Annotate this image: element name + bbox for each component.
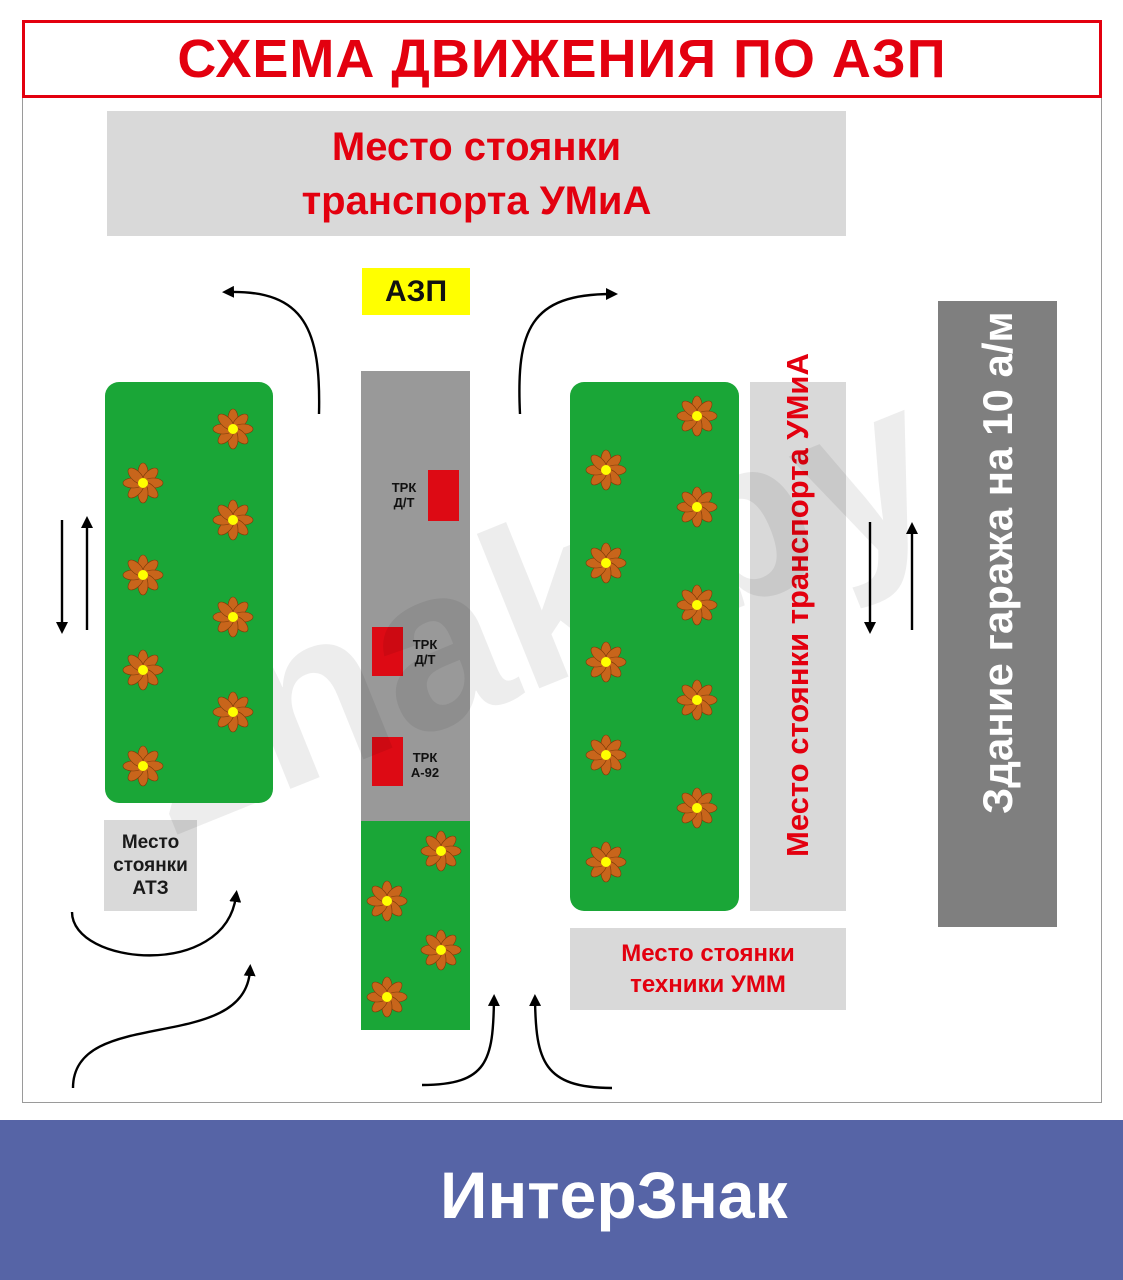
flower-icon xyxy=(122,745,164,787)
pump-3-label-line2: А-92 xyxy=(410,765,440,780)
flower-icon xyxy=(212,499,254,541)
flower-icon xyxy=(676,787,718,829)
pump-3-label: ТРК А-92 xyxy=(405,750,445,780)
pump-2 xyxy=(372,627,403,676)
arrow-icon xyxy=(421,994,500,1087)
pump-1-label: ТРК Д/Т xyxy=(384,480,424,510)
flower-icon xyxy=(212,408,254,450)
flower-icon xyxy=(585,734,627,776)
flower-icon xyxy=(122,462,164,504)
pump-3-label-line1: ТРК xyxy=(412,750,438,765)
flower-icon xyxy=(676,584,718,626)
flower-icon xyxy=(676,486,718,528)
flower-icon xyxy=(212,691,254,733)
arrow-icon xyxy=(70,890,242,957)
flower-icon xyxy=(420,929,462,971)
flower-icon xyxy=(585,542,627,584)
garage-building: Здание гаража на 10 а/м xyxy=(938,301,1057,927)
pump-2-label-line2: Д/Т xyxy=(414,652,436,667)
pump-1-label-line1: ТРК xyxy=(391,480,417,495)
parking-umm-block: Место стоянки техники УММ xyxy=(570,928,846,1010)
flower-icon xyxy=(585,841,627,883)
footer-bar xyxy=(0,1120,1123,1280)
traffic-arrows xyxy=(56,285,918,1090)
arrow-icon xyxy=(518,288,618,415)
arrow-icon xyxy=(222,285,321,415)
page-title: СХЕМА ДВИЖЕНИЯ ПО АЗП xyxy=(177,29,947,89)
parking-atz-label: Место стоянки АТЗ xyxy=(113,832,188,899)
parking-atz-block: Место стоянки АТЗ xyxy=(104,820,197,911)
flower-icon xyxy=(212,596,254,638)
parking-right-block: Место стоянки транспорта УМиА xyxy=(750,353,846,911)
flower-icon xyxy=(676,679,718,721)
flower-icon xyxy=(585,449,627,491)
lawn-left xyxy=(105,382,273,803)
brand-name: ИнтерЗнак xyxy=(440,1158,788,1232)
flower-icon xyxy=(420,830,462,872)
flower-icon xyxy=(366,976,408,1018)
parking-top-label: Место стоянки транспорта УМиА xyxy=(301,124,652,223)
title-bar: СХЕМА ДВИЖЕНИЯ ПО АЗП xyxy=(22,20,1102,98)
pump-3 xyxy=(372,737,403,786)
flowers-group xyxy=(122,395,718,1018)
flower-icon xyxy=(122,554,164,596)
pump-2-label-line1: ТРК xyxy=(412,637,438,652)
pump-1 xyxy=(428,470,459,521)
flower-icon xyxy=(366,880,408,922)
pump-1-label-line2: Д/Т xyxy=(393,495,415,510)
arrow-icon xyxy=(529,994,613,1090)
azp-label: АЗП xyxy=(362,268,470,315)
flower-icon xyxy=(122,649,164,691)
parking-top-block: Место стоянки транспорта УМиА xyxy=(107,111,846,236)
pump-2-label: ТРК Д/Т xyxy=(405,637,445,667)
parking-umm-label: Место стоянки техники УММ xyxy=(621,940,795,998)
flower-icon xyxy=(676,395,718,437)
arrow-icon xyxy=(71,964,256,1089)
flower-icon xyxy=(585,641,627,683)
